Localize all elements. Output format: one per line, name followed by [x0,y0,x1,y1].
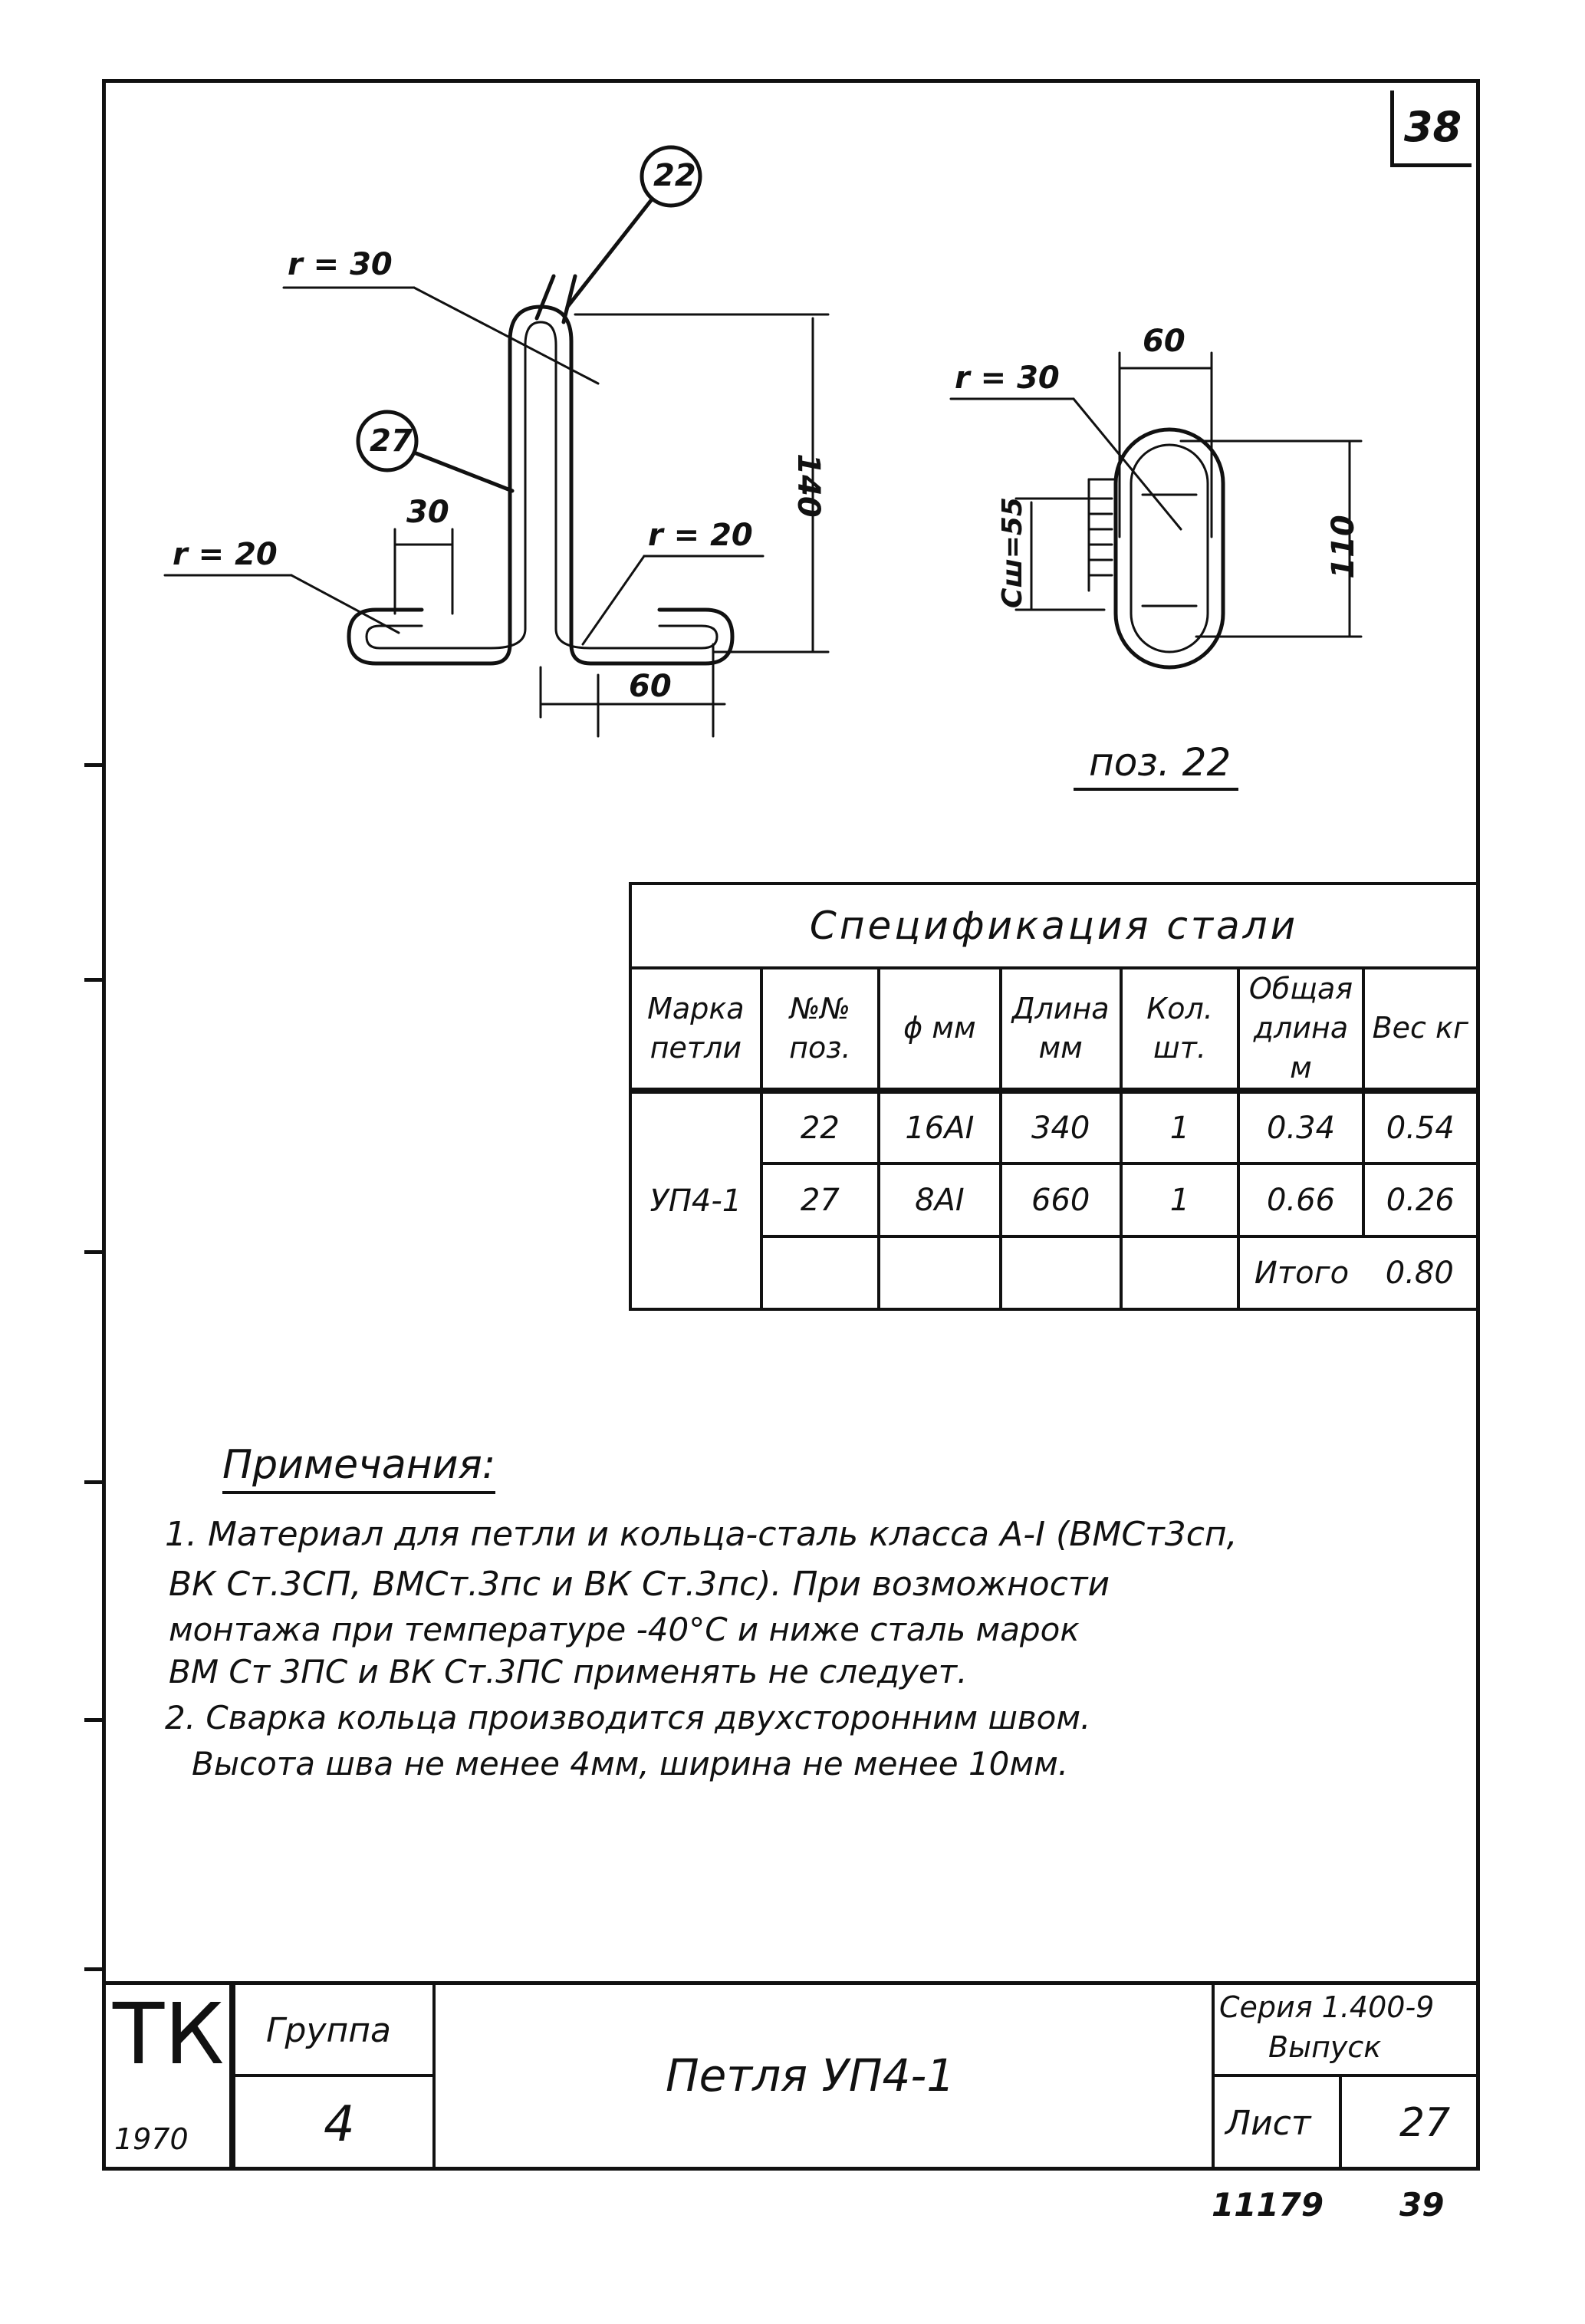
col-header: ϕ мм [877,966,1002,1092]
ring-label-r30: r = 30 [955,360,1060,396]
table-cell: 8АI [877,1162,1002,1238]
table-cell: 0.54 [1361,1088,1476,1165]
col-header: Вес кг [1361,966,1476,1092]
table-row: 27 8АI 660 1 0.66 0.26 [630,1162,1476,1238]
table-cell [877,1235,1002,1311]
total-value: 0.80 [1363,1235,1476,1311]
label-r20-right: r = 20 [648,518,753,553]
col-header: №№ поз. [759,966,881,1092]
callout-22: 22 [653,158,696,193]
total-label: Итого [1237,1235,1363,1311]
table-row: УП4-1 22 16АI 340 1 0.34 0.54 [629,1088,1476,1311]
dim-30: 30 [406,495,449,530]
table-cell: 27 [759,1162,881,1238]
series-cell: Серия 1.400-9 Выпуск [1212,1981,1480,2077]
label-r20-left: r = 20 [173,537,278,572]
table-cell: 0.34 [1237,1088,1365,1165]
margin-tick [84,1967,104,1971]
group-cell: Группа [232,1981,436,2077]
label-r30: r = 30 [288,247,393,282]
total-row: Итого 0.80 [630,1235,1476,1311]
margin-tick [84,763,104,767]
callout-27: 27 [370,423,413,459]
table-cell: 660 [998,1162,1123,1238]
note-line: ВМ Ст 3ПС и ВК Ст.3ПС применять не следу… [169,1653,968,1690]
name-cell: Петля УП4-1 [432,1981,1215,2171]
margin-tick [84,1480,104,1484]
issue-label: Выпуск [1268,2030,1382,2064]
table-cell: 1 [1119,1162,1241,1238]
group-value: 4 [324,2096,355,2153]
table-cell [1119,1235,1241,1311]
table-cell [998,1235,1123,1311]
group-value-cell: 4 [232,2074,436,2171]
note-line: монтажа при температуре -40°С и ниже ста… [169,1611,1080,1648]
dim-140: 140 [790,453,826,518]
spec-title: Спецификация стали [629,882,1476,969]
dim-60: 60 [629,669,672,704]
ring-weld-label: Сш=55 [996,497,1028,608]
col-header: Общая длина м [1237,966,1365,1092]
mark-cell: УП4-1 [629,1088,763,1311]
col-header: Кол. шт. [1119,966,1241,1092]
table-cell [759,1235,881,1311]
sheet-label-cell: Лист [1212,2074,1342,2171]
table-cell: 22 [759,1088,881,1165]
footer-page: 39 [1399,2186,1445,2224]
org-label: ТК [113,1985,225,2083]
ring-dim-60: 60 [1143,324,1185,359]
table-cell: 16АI [877,1088,1002,1165]
table-cell: 340 [998,1088,1123,1165]
table-cell: 0.26 [1361,1162,1476,1238]
title-block: ТК 1970 Группа 4 Петля УП4-1 Серия 1.400… [102,1981,1480,2171]
note-line: Высота шва не менее 4мм, ширина не менее… [192,1745,1069,1783]
sheet-number: 38 [1390,91,1472,167]
group-label: Группа [266,2011,391,2050]
table-cell: 1 [1119,1088,1241,1165]
sheet-value: 27 [1399,2100,1451,2146]
margin-tick [84,978,104,982]
note-line: 1. Материал для петли и кольца-сталь кла… [165,1515,1238,1554]
notes-title: Примечания: [222,1442,496,1494]
footer-code: 11179 [1212,2186,1324,2224]
note-line: 2. Сварка кольца производится двухсторон… [165,1699,1091,1736]
col-header: Марка петли [629,966,763,1092]
spec-table: Спецификация стали Марка петли №№ поз. ϕ… [629,882,1476,1311]
ring-caption: поз. 22 [1074,740,1239,791]
year-label: 1970 [114,2122,189,2156]
ring-dim-110: 110 [1325,515,1361,579]
drawing-name: Петля УП4-1 [666,2049,955,2102]
org-cell: ТК 1970 [102,1981,232,2171]
sheet-label: Лист [1225,2104,1311,2143]
col-header: Длина мм [998,966,1123,1092]
sheet-value-cell: 27 [1339,2074,1480,2171]
table-cell: 0.66 [1237,1162,1365,1238]
margin-tick [84,1250,104,1254]
margin-tick [84,1718,104,1722]
note-line: ВК Ст.3СП, ВМСт.3пс и ВК Ст.3пс). При во… [169,1565,1110,1604]
series-label: Серия 1.400-9 [1219,1990,1435,2024]
